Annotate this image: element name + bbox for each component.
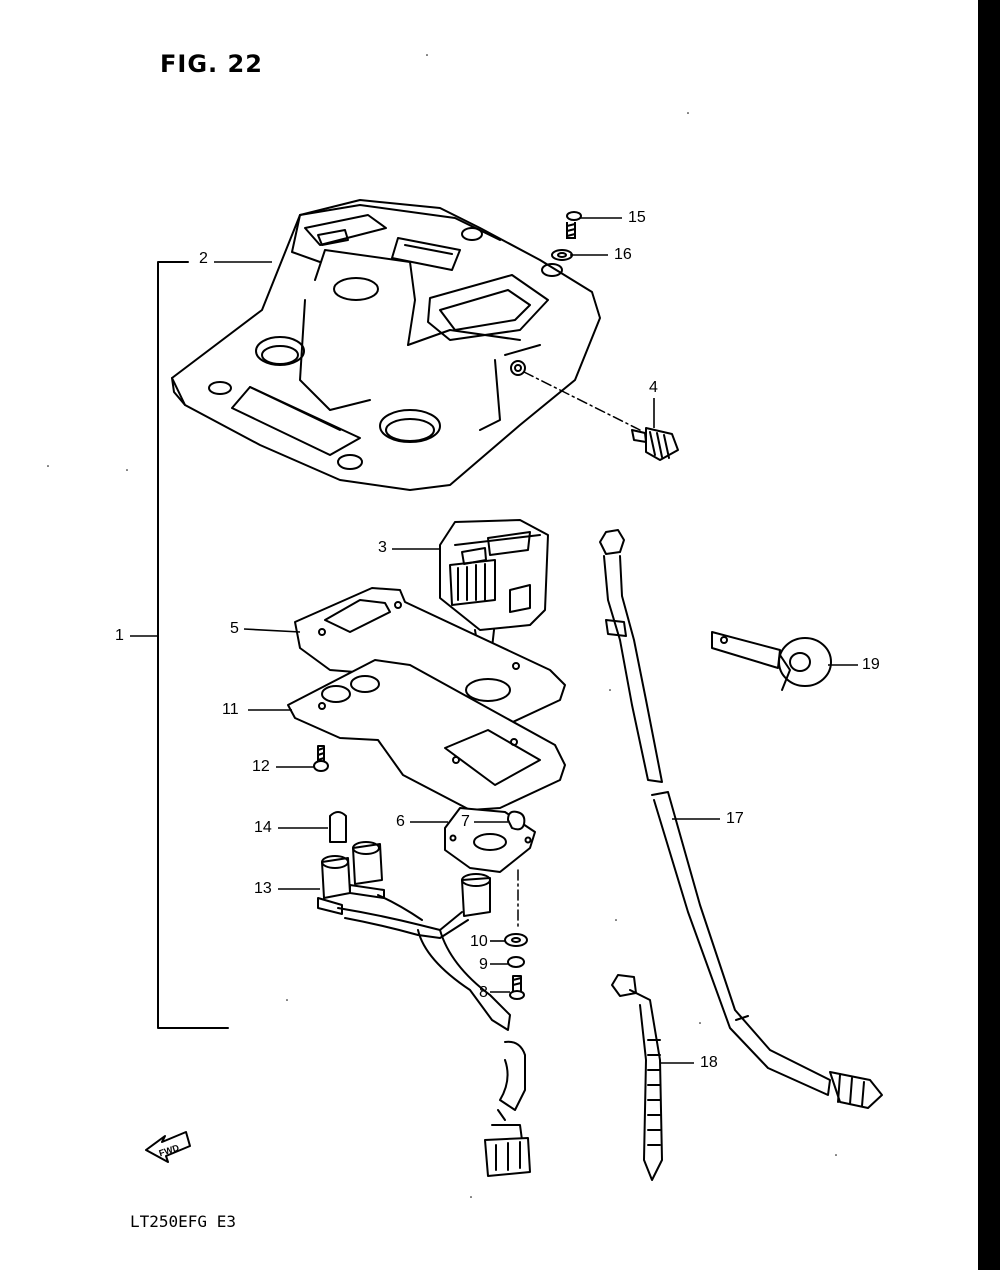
callout-6: 6 [396,813,405,830]
callout-13: 13 [254,880,272,897]
screw-15 [566,211,582,239]
forward-arrow-icon [145,1131,191,1163]
reset-knob [631,427,679,461]
trip-meter-unit [439,519,549,649]
cable-guide [711,631,832,691]
callout-5: 5 [230,620,239,637]
callout-11: 11 [222,701,239,718]
callout-1: 1 [115,627,124,644]
callout-9: 9 [479,956,488,973]
lower-plate [287,659,566,811]
callout-17: 17 [726,810,744,827]
figure-title: FIG. 22 [160,50,263,78]
assembly-bracket [157,261,229,1029]
meter-case [171,199,601,491]
scan-specks [47,54,837,1198]
callout-7: 7 [461,813,470,830]
callout-18: 18 [700,1054,718,1071]
alignment-line [523,371,641,431]
socket-harness [317,841,531,1177]
callout-2: 2 [199,250,208,267]
bulb [329,811,347,843]
cable-tie [611,974,663,1181]
lock-washer [507,956,525,968]
callout-16: 16 [614,246,632,263]
callout-14: 14 [254,819,272,836]
screw-8 [509,975,525,1000]
washer-16 [551,249,573,261]
callout-15: 15 [628,209,646,226]
model-code: LT250EFG E3 [130,1212,236,1231]
callout-10: 10 [470,933,488,950]
callout-4: 4 [649,379,658,396]
washer [504,933,528,947]
scan-edge-bar [978,0,1000,1270]
callout-8: 8 [479,984,488,1001]
speedometer-cable [599,529,883,1109]
callout-19: 19 [862,656,880,673]
gasket-plate-upper [294,587,566,739]
callout-3: 3 [378,539,387,556]
grommet [507,810,526,831]
leader-line-5 [243,628,301,633]
callout-12: 12 [252,758,270,775]
screw-12 [313,745,329,772]
